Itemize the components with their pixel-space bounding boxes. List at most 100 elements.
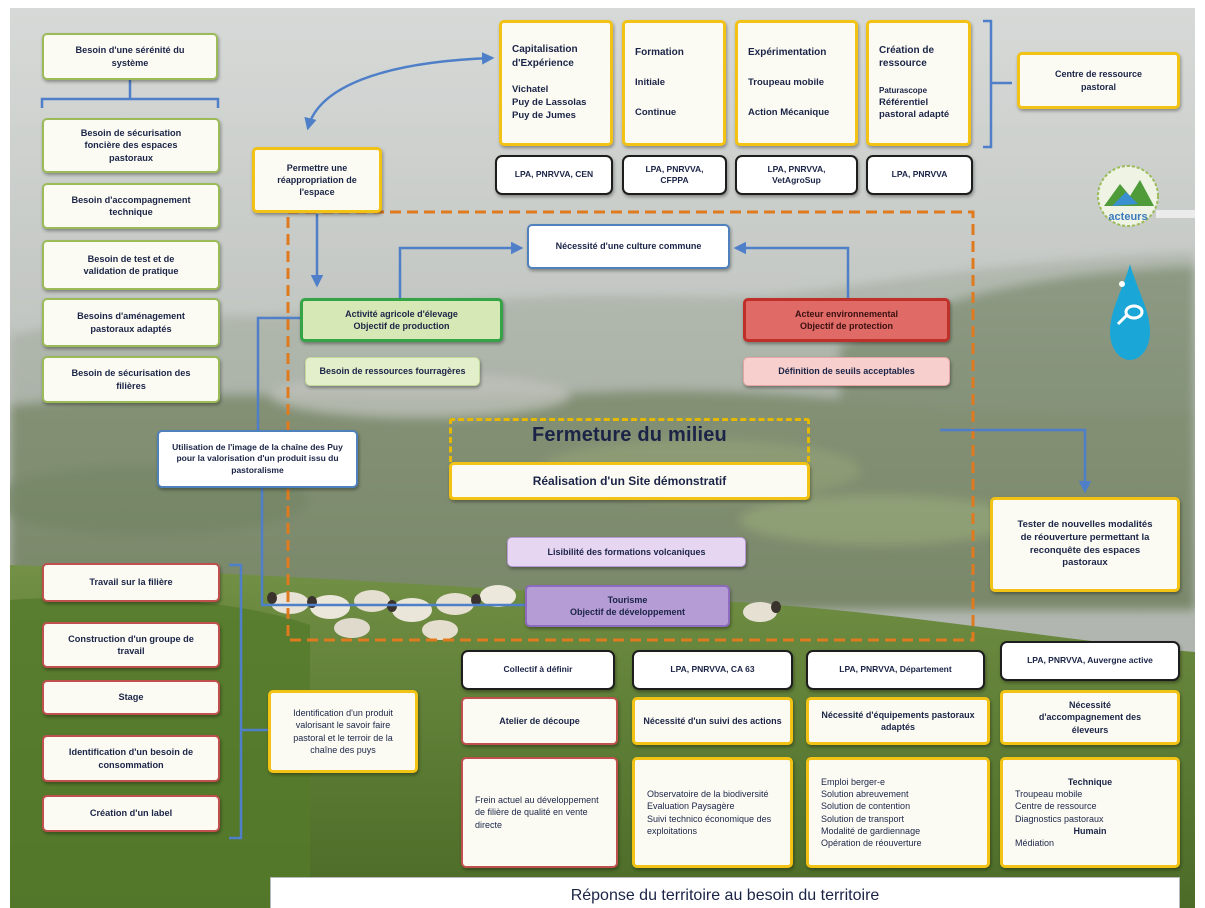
sheep bbox=[354, 590, 390, 612]
response-detail: Emploi berger-e bbox=[821, 777, 886, 788]
need-box: Besoin de sécurisation foncière des espa… bbox=[42, 118, 220, 173]
action-item: Paturascope bbox=[879, 85, 928, 95]
response-details-box: Emploi berger-e Solution abreuvement Sol… bbox=[806, 757, 990, 868]
demo-site-label: Réalisation d'un Site démonstratif bbox=[532, 473, 727, 488]
response-details-box: Frein actuel au développement de filière… bbox=[461, 757, 618, 868]
need-label: Besoin de sécurisation des filières bbox=[71, 368, 191, 391]
response-need-box: Nécessité d'un suivi des actions bbox=[632, 697, 793, 745]
sheep-head bbox=[771, 601, 781, 613]
partner-label: LPA, PNRVVA bbox=[891, 169, 948, 180]
common-culture-box: Nécessité d'une culture commune bbox=[527, 224, 730, 269]
response-need-box: Nécessité d'équipements pastoraux adapté… bbox=[806, 697, 990, 745]
response-detail: Solution de transport bbox=[821, 813, 905, 824]
acteurs-logo-text: acteurs bbox=[1108, 211, 1147, 223]
response-detail: Troupeau mobile bbox=[1015, 789, 1083, 800]
need-box: Besoin d'une sérénité du système bbox=[42, 33, 218, 80]
response-details-box: Technique Troupeau mobile Centre de ress… bbox=[1000, 757, 1180, 868]
response-details-box: Observatoire de la biodiversité Evaluati… bbox=[632, 757, 793, 868]
need-box: Besoins d'aménagement pastoraux adaptés bbox=[42, 298, 220, 347]
teardrop-logo bbox=[1110, 264, 1150, 360]
sector-action-box: Création d'un label bbox=[42, 795, 220, 832]
volcanic-box: Lisibilité des formations volcaniques bbox=[507, 537, 746, 567]
need-box: Besoin d'accompagnement technique bbox=[42, 183, 220, 229]
partner-box: LPA, PNRVVA, Auvergne active bbox=[1000, 641, 1180, 681]
sector-action-label: Stage bbox=[118, 692, 144, 703]
tourism-objective: Objectif de développement bbox=[569, 607, 686, 617]
volcanic-label: Lisibilité des formations volcaniques bbox=[547, 546, 706, 557]
reappropriation-box: Permettre une réappropriation de l'espac… bbox=[252, 147, 382, 213]
partner-box: LPA, PNRVVA bbox=[866, 155, 973, 195]
sheep bbox=[271, 592, 309, 614]
response-detail: Observatoire de la biodiversité bbox=[647, 789, 769, 800]
action-item: Continue bbox=[635, 106, 677, 118]
product-id-label: Identification d'un produit valorisant l… bbox=[293, 708, 393, 755]
resource-centre-box: Centre de ressource pastoral bbox=[1017, 52, 1180, 109]
action-item: Action Mécanique bbox=[748, 106, 830, 118]
partner-box: LPA, PNRVVA, CEN bbox=[495, 155, 613, 195]
common-culture-label: Nécessité d'une culture commune bbox=[555, 241, 702, 252]
partner-label: Collectif à définir bbox=[503, 664, 573, 675]
tourism-title: Tourisme bbox=[607, 594, 648, 605]
partner-label: LPA, PNRVVA, Département bbox=[839, 664, 952, 675]
action-title: Capitalisation d'Expérience bbox=[512, 44, 578, 69]
response-detail: Opération de réouverture bbox=[821, 837, 922, 848]
action-item: Initiale bbox=[635, 76, 666, 88]
action-box-formation: Formation Initiale Continue bbox=[622, 20, 726, 146]
response-detail: Centre de ressource bbox=[1015, 801, 1097, 812]
sector-action-label: Identification d'un besoin de consommati… bbox=[68, 747, 194, 770]
action-box-experimentation: Expérimentation Troupeau mobile Action M… bbox=[735, 20, 858, 146]
response-need-label: Nécessité d'équipements pastoraux adapté… bbox=[821, 709, 975, 732]
image-use-box: Utilisation de l'image de la chaîne des … bbox=[157, 430, 358, 488]
farming-title: Activité agricole d'élevage bbox=[345, 308, 458, 319]
fodder-need-label: Besoin de ressources fourragères bbox=[319, 366, 466, 377]
action-title: Expérimentation bbox=[748, 47, 827, 59]
action-item: Puy de Lassolas bbox=[512, 97, 587, 109]
response-detail: Solution de contention bbox=[821, 801, 911, 812]
response-need-label: Atelier de découpe bbox=[499, 715, 580, 726]
response-need-box: Atelier de découpe bbox=[461, 697, 618, 745]
territory-response-banner: Réponse du territoire au besoin du terri… bbox=[270, 877, 1180, 908]
partner-box: LPA, PNRVVA, CA 63 bbox=[632, 650, 793, 690]
need-label: Besoin d'une sérénité du système bbox=[75, 45, 185, 68]
reappropriation-label: Permettre une réappropriation de l'espac… bbox=[277, 162, 357, 198]
sheep bbox=[392, 598, 432, 622]
partner-label: LPA, PNRVVA, CA 63 bbox=[670, 664, 755, 675]
need-label: Besoins d'aménagement pastoraux adaptés bbox=[77, 311, 185, 334]
action-item: Référentiel pastoral adapté bbox=[879, 96, 950, 121]
response-detail: Médiation bbox=[1015, 837, 1055, 848]
response-detail: Diagnostics pastoraux bbox=[1015, 813, 1104, 824]
sheep bbox=[422, 620, 458, 640]
sheep-head bbox=[387, 600, 397, 612]
sheep bbox=[334, 618, 370, 638]
farming-box: Activité agricole d'élevage Objectif de … bbox=[300, 298, 503, 342]
partner-box: LPA, PNRVVA, VetAgroSup bbox=[735, 155, 858, 195]
sector-action-box: Stage bbox=[42, 680, 220, 715]
test-reopening-label: Tester de nouvelles modalités de réouver… bbox=[1017, 518, 1153, 569]
partner-label: LPA, PNRVVA, CEN bbox=[514, 169, 594, 180]
action-items: Paturascope Référentiel pastoral adapté bbox=[879, 86, 958, 122]
sheep-head bbox=[307, 596, 317, 608]
sector-action-box: Travail sur la filière bbox=[42, 563, 220, 602]
need-box: Besoin de test et de validation de prati… bbox=[42, 240, 220, 290]
environment-box: Acteur environnemental Objectif de prote… bbox=[743, 298, 950, 342]
territory-response-label: Réponse du territoire au besoin du terri… bbox=[570, 887, 880, 904]
action-box-capitalisation: Capitalisation d'Expérience Vichatel Puy… bbox=[499, 20, 613, 146]
fodder-need-box: Besoin de ressources fourragères bbox=[305, 357, 480, 386]
response-need-label: Nécessité d'accompagnement des éleveurs bbox=[1038, 700, 1142, 735]
need-label: Besoin de sécurisation foncière des espa… bbox=[80, 127, 182, 163]
partner-label: LPA, PNRVVA, CFPPA bbox=[645, 163, 704, 185]
center-title: Fermeture du milieu bbox=[532, 424, 727, 446]
sheep-head bbox=[471, 594, 481, 606]
response-need-box: Nécessité d'accompagnement des éleveurs bbox=[1000, 690, 1180, 745]
sheep-head bbox=[267, 592, 277, 604]
sector-action-box: Construction d'un groupe de travail bbox=[42, 622, 220, 668]
sheep bbox=[436, 593, 474, 615]
partner-box: LPA, PNRVVA, Département bbox=[806, 650, 985, 690]
sector-action-label: Création d'un label bbox=[89, 808, 173, 819]
partner-label: LPA, PNRVVA, Auvergne active bbox=[1027, 655, 1153, 666]
acteurs-logo: acteurs bbox=[1097, 165, 1196, 227]
product-id-box: Identification d'un produit valorisant l… bbox=[268, 690, 418, 773]
need-box: Besoin de sécurisation des filières bbox=[42, 356, 220, 403]
demo-site-box: Réalisation d'un Site démonstratif bbox=[449, 462, 810, 500]
response-detail: Frein actuel au développement de filière… bbox=[475, 795, 599, 830]
